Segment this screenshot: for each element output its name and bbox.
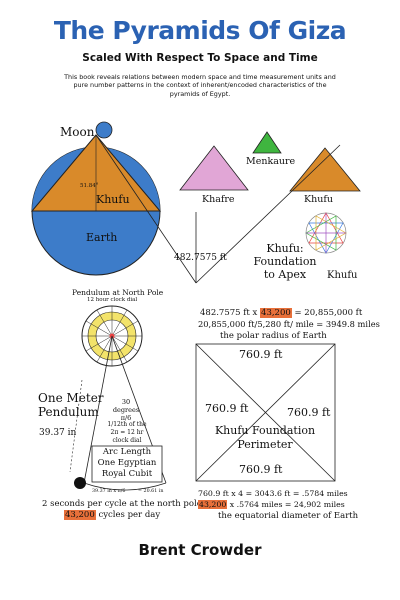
arc-length-label: Arc Length One Egyptian Royal Cubit [92, 447, 162, 480]
foundation-apex-label: Khufu: Foundation to Apex [250, 242, 320, 281]
perimeter-label: Khufu Foundation Perimeter [210, 424, 320, 452]
slant-line-right [195, 144, 341, 284]
inches-label: 39.37 in [39, 428, 77, 438]
seconds-line1: 2 seconds per cycle at the north pole [42, 499, 202, 509]
foundation-square [195, 343, 336, 482]
one-meter-label: One Meter Pendulum [38, 391, 104, 419]
height-label: 482.7575 ft [174, 253, 227, 263]
foundation-title-line3: to Apex [263, 268, 307, 281]
book-title: The Pyramids Of Giza [53, 16, 347, 45]
khufu-pyramid-top [289, 147, 361, 192]
khufu-star-label: Khufu [327, 270, 358, 281]
calc-line4: 760.9 ft x 4 = 3043.6 ft = .5784 miles [198, 489, 348, 498]
one-meter-line1: One Meter [38, 391, 104, 405]
perimeter-line2: Perimeter [237, 438, 293, 451]
book-blurb: This book reveals relations between mode… [64, 73, 336, 98]
fraction-line3: clock dial [112, 437, 142, 444]
calc-line3: the polar radius of Earth [220, 331, 327, 341]
pendulum-string-left [83, 335, 113, 484]
author-name: Brent Crowder [138, 541, 262, 559]
moon-circle [95, 121, 113, 139]
arc-length-box [91, 445, 163, 483]
calc-line1: 482.7575 ft x 43,200 = 20,855,000 ft [200, 308, 362, 318]
seconds-highlight: 43,200 [64, 510, 96, 520]
khufu-top-label: Khufu [304, 194, 333, 205]
side-bottom-label: 760.9 ft [239, 463, 283, 476]
khufu-earth-label: Khufu [96, 193, 130, 206]
perimeter-line1: Khufu Foundation [214, 424, 316, 437]
arc-line1: Arc Length [102, 447, 152, 457]
moon-label: Moon [60, 125, 95, 139]
menkaure-label: Menkaure [246, 156, 296, 167]
book-subtitle: Scaled With Respect To Space and Time [82, 52, 318, 64]
calc5-text: x .5764 miles = 24,902 miles [227, 500, 345, 509]
calc-line6: the equatorial diameter of Earth [218, 511, 359, 521]
angle-label: 51.84° [80, 183, 99, 189]
khafre-pyramid [179, 145, 249, 191]
foundation-title-line1: Khufu: [266, 242, 304, 255]
arc-line2: One Egyptian [97, 458, 157, 468]
fraction-line2: 2π = 12 hr [110, 429, 144, 436]
arc-formula-right: = 20.61 in [138, 489, 164, 494]
degrees-label: 30 degrees π/6 [112, 398, 140, 422]
calc1-text-b: = 20,855,000 ft [291, 308, 363, 318]
pendulum-title: Pendulum at North Pole [72, 288, 164, 297]
side-top-label: 760.9 ft [239, 348, 283, 361]
degrees-unit: degrees [112, 406, 140, 414]
menkaure-pyramid [252, 131, 282, 154]
degrees-value: 30 [121, 398, 131, 406]
star-pattern [305, 212, 347, 254]
pendulum-dashed [69, 379, 83, 473]
calc1-text-a: 482.7575 ft x [200, 308, 261, 318]
calc1-highlight: 43,200 [260, 308, 292, 318]
fraction-label: 1/12th of the 2π = 12 hr clock dial [105, 421, 149, 445]
arc-formula-left: 39.37 in x π/6 [92, 489, 126, 494]
fraction-line1: 1/12th of the [107, 421, 147, 428]
one-meter-line2: Pendulum [38, 405, 99, 419]
pendulum-bob [74, 477, 86, 489]
seconds-text: cycles per day [95, 510, 161, 520]
foundation-title-line2: Foundation [253, 255, 317, 268]
pi6-label: π/6 [120, 414, 132, 422]
pendulum-arc [83, 482, 167, 491]
khafre-label: Khafre [202, 194, 235, 205]
calc5-highlight: 43,200 [198, 500, 228, 509]
calc-line2: 20,855,000 ft/5,280 ft/ mile = 3949.8 mi… [198, 319, 380, 329]
earth-label: Earth [86, 231, 118, 244]
side-left-label: 760.9 ft [205, 402, 249, 415]
clock-dial-label: 12 hour clock dial [87, 297, 138, 303]
arc-line3: Royal Cubit [101, 469, 153, 479]
seconds-line2: 43,200 cycles per day [64, 510, 160, 520]
side-right-label: 760.9 ft [287, 406, 331, 419]
slant-line-left [95, 134, 197, 284]
calc-line5: 43,200 x .5764 miles = 24,902 miles [198, 500, 345, 509]
